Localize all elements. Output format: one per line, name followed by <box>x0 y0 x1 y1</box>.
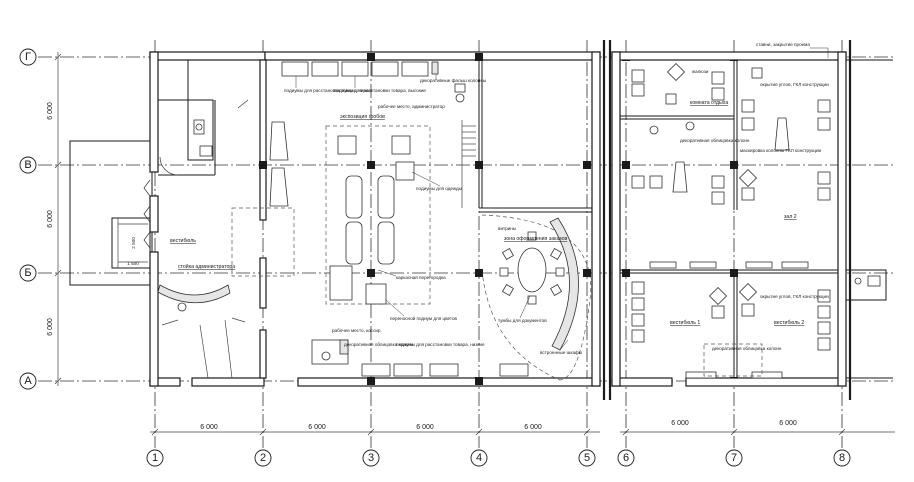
left-wing-rooms <box>157 59 295 277</box>
dim-2-3: 6 000 <box>308 424 326 431</box>
room-reception-desk: стойка администратора <box>178 263 235 270</box>
axis-bubble-v <box>19 156 37 174</box>
column-axis-bubbles: 1 2 3 4 5 6 7 8 <box>146 449 851 467</box>
note-corner-gkl: окрытие углов, ГКЛ конструкции <box>760 82 829 87</box>
axis-bubble-g <box>19 48 37 66</box>
annotations: подиумы для расстановки товара, низкие п… <box>284 42 829 355</box>
row-axis-bubbles: Г В Б А <box>19 48 37 390</box>
note-podium-low: подиумы для расстановки товара, низкие <box>284 88 373 93</box>
axis-bubble-7 <box>725 449 743 467</box>
axis-bubble-5 <box>578 449 596 467</box>
axis-label-2: 2 <box>260 452 266 464</box>
axis-bubble-3 <box>362 449 380 467</box>
vertical-dimension-chain: 6 000 6 000 6 000 <box>47 52 62 386</box>
axis-grid <box>38 40 893 448</box>
axis-bubble-b <box>19 264 37 282</box>
note-decor-clad-column-3: декоративная облицовка колонн <box>712 346 782 351</box>
note-decor-clad-columns-2: декоративная облицовка колонн <box>680 138 750 143</box>
note-window-cornice: жалюзи <box>692 69 709 74</box>
note-corner-gkl-2: окрытие углов, ГКЛ конструкции <box>760 294 829 299</box>
note-podiums-clothing: подиумы для одежды <box>416 186 462 191</box>
axis-bubble-1 <box>146 449 164 467</box>
axis-label-3: 3 <box>368 452 374 464</box>
porch-depth-label: 2 500 <box>131 237 136 249</box>
dim-4-5: 6 000 <box>524 424 542 431</box>
axis-label-6: 6 <box>623 452 629 464</box>
reception-desk <box>157 284 246 379</box>
stair <box>461 120 476 208</box>
note-document-stands: тумбы для документов <box>498 318 547 323</box>
axis-bubble-4 <box>470 449 488 467</box>
dim-1-2: 6 000 <box>200 424 218 431</box>
axis-bubble-6 <box>617 449 635 467</box>
dim-6-7: 6 000 <box>671 420 689 427</box>
building-a-walls <box>149 51 601 387</box>
room-hall-2: зал 2 <box>784 214 797 220</box>
dim-3-4: 6 000 <box>416 424 434 431</box>
note-builtin-wardrobes: встроенные шкафы <box>540 350 582 355</box>
note-flower-podium: переносной подиум для цветов <box>390 315 457 321</box>
leader-lines <box>295 47 829 351</box>
note-decor-false-columns: декоративные фальш колонны <box>420 78 486 83</box>
horizontal-dimension-chain: 6 000 6 000 6 000 6 000 6 000 6 000 <box>150 420 895 436</box>
note-podium-low-2: подиумы для расстановки товара, низкие <box>396 342 485 347</box>
entrance-canopy: 2 500 1 500 <box>69 140 153 286</box>
room-coffin-showroom: экспозиция гробов <box>340 114 385 120</box>
order-zone-furniture <box>481 214 592 381</box>
note-frame-partition: каркасная перегородка <box>396 275 446 280</box>
axis-label-1: 1 <box>152 452 158 464</box>
note-mast-gkl: маскировка колонны ГКЛ конструкции <box>740 148 822 153</box>
room-farewell: комната отдыха <box>690 100 728 106</box>
note-workplace-cashier: рабочее место, кассир <box>332 328 381 333</box>
note-workplace-admin: рабочее место, администратор <box>378 104 445 109</box>
axis-label-8: 8 <box>839 452 845 464</box>
left-entrance-doors <box>143 179 151 249</box>
axis-bubble-8 <box>833 449 851 467</box>
columns <box>259 53 846 385</box>
dim-7-8: 6 000 <box>779 420 797 427</box>
dim-v-b: 6 000 <box>47 210 54 228</box>
axis-label-5: 5 <box>584 452 590 464</box>
dim-b-a: 6 000 <box>47 318 54 336</box>
note-podium-high: подиумы для расстановки товара, высокие <box>334 88 426 93</box>
axis-label-g: Г <box>25 51 31 63</box>
axis-label-v: В <box>24 159 31 171</box>
axis-label-7: 7 <box>731 452 737 464</box>
note-decor-clad-column: декоративная облицовка колонн <box>344 342 414 347</box>
room-vestibule-2: вестибюль 2 <box>774 320 804 326</box>
showroom-furniture <box>269 61 529 377</box>
axis-label-4: 4 <box>476 452 482 464</box>
porch-width-label: 1 500 <box>127 261 139 266</box>
axis-label-b: Б <box>24 267 31 279</box>
room-labels: вестибюль стойка администратора экспозиц… <box>170 100 804 326</box>
axis-bubble-2 <box>254 449 272 467</box>
room-vestibule-left: вестибюль <box>170 238 196 244</box>
room-order-zone: зона оформления заказов <box>504 236 567 242</box>
axis-bubble-a <box>19 372 37 390</box>
room-vestibule-1: вестибюль 1 <box>670 320 700 326</box>
dim-g-v: 6 000 <box>47 102 54 120</box>
note-showcases: витрины <box>498 226 516 231</box>
note-shutters: ставни, закрытие проема <box>756 42 810 47</box>
axis-label-a: А <box>24 375 32 387</box>
building-b-furniture <box>631 62 831 379</box>
